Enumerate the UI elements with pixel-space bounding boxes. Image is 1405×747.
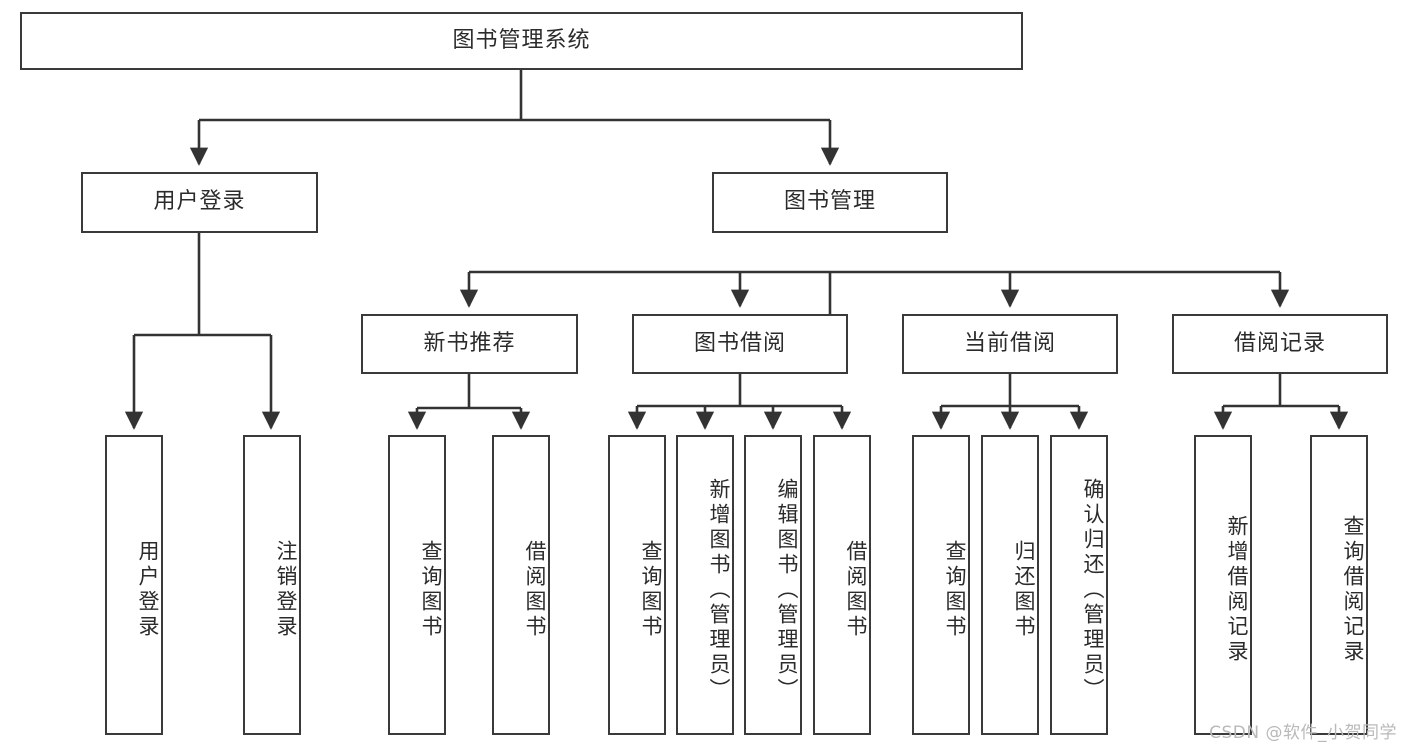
node-leaf-edit-book[interactable]: 编辑图书（管理员） [744, 435, 802, 735]
node-leaf-borrow-book-2-label: 借阅图书 [844, 540, 868, 640]
node-leaf-query-book-2[interactable]: 查询图书 [608, 435, 666, 735]
node-book-manage[interactable]: 图书管理 [712, 172, 948, 233]
node-root-label: 图书管理系统 [452, 27, 591, 53]
node-leaf-add-book-label: 新增图书（管理员） [707, 477, 731, 703]
node-leaf-borrow-book-1[interactable]: 借阅图书 [492, 435, 550, 735]
node-leaf-add-record[interactable]: 新增借阅记录 [1194, 435, 1252, 735]
node-book-borrow[interactable]: 图书借阅 [632, 314, 848, 374]
node-leaf-return-book-label: 归还图书 [1012, 540, 1036, 640]
node-book-borrow-label: 图书借阅 [693, 330, 786, 356]
node-current-borrow[interactable]: 当前借阅 [902, 314, 1118, 374]
node-book-manage-label: 图书管理 [783, 189, 876, 215]
node-leaf-add-record-label: 新增借阅记录 [1225, 515, 1249, 665]
node-new-book-rec[interactable]: 新书推荐 [361, 314, 578, 374]
node-leaf-borrow-book-1-label: 借阅图书 [523, 540, 547, 640]
node-leaf-query-book-1[interactable]: 查询图书 [388, 435, 446, 735]
node-root[interactable]: 图书管理系统 [20, 12, 1023, 70]
node-leaf-query-record-label: 查询借阅记录 [1341, 515, 1365, 665]
node-leaf-query-book-3[interactable]: 查询图书 [912, 435, 970, 735]
node-leaf-add-book[interactable]: 新增图书（管理员） [676, 435, 734, 735]
node-user-login[interactable]: 用户登录 [81, 172, 318, 233]
node-leaf-return-book[interactable]: 归还图书 [981, 435, 1039, 735]
node-leaf-query-record[interactable]: 查询借阅记录 [1310, 435, 1368, 735]
node-new-book-rec-label: 新书推荐 [423, 330, 516, 356]
node-leaf-query-book-1-label: 查询图书 [419, 540, 443, 640]
node-borrow-record-label: 借阅记录 [1233, 330, 1326, 356]
node-borrow-record[interactable]: 借阅记录 [1172, 314, 1388, 374]
node-current-borrow-label: 当前借阅 [963, 330, 1056, 356]
node-user-login-label: 用户登录 [153, 189, 246, 215]
node-leaf-confirm-return-label: 确认归还（管理员） [1081, 477, 1105, 703]
node-leaf-confirm-return[interactable]: 确认归还（管理员） [1050, 435, 1108, 735]
node-leaf-user-login-label: 用户登录 [136, 540, 160, 640]
node-leaf-logout-label: 注销登录 [274, 540, 298, 640]
node-leaf-logout[interactable]: 注销登录 [243, 435, 301, 735]
node-leaf-query-book-3-label: 查询图书 [943, 540, 967, 640]
node-leaf-edit-book-label: 编辑图书（管理员） [775, 477, 799, 703]
node-leaf-borrow-book-2[interactable]: 借阅图书 [813, 435, 871, 735]
node-leaf-user-login[interactable]: 用户登录 [105, 435, 163, 735]
node-leaf-query-book-2-label: 查询图书 [639, 540, 663, 640]
watermark: CSDN @软件_小贺同学 [1209, 723, 1397, 743]
